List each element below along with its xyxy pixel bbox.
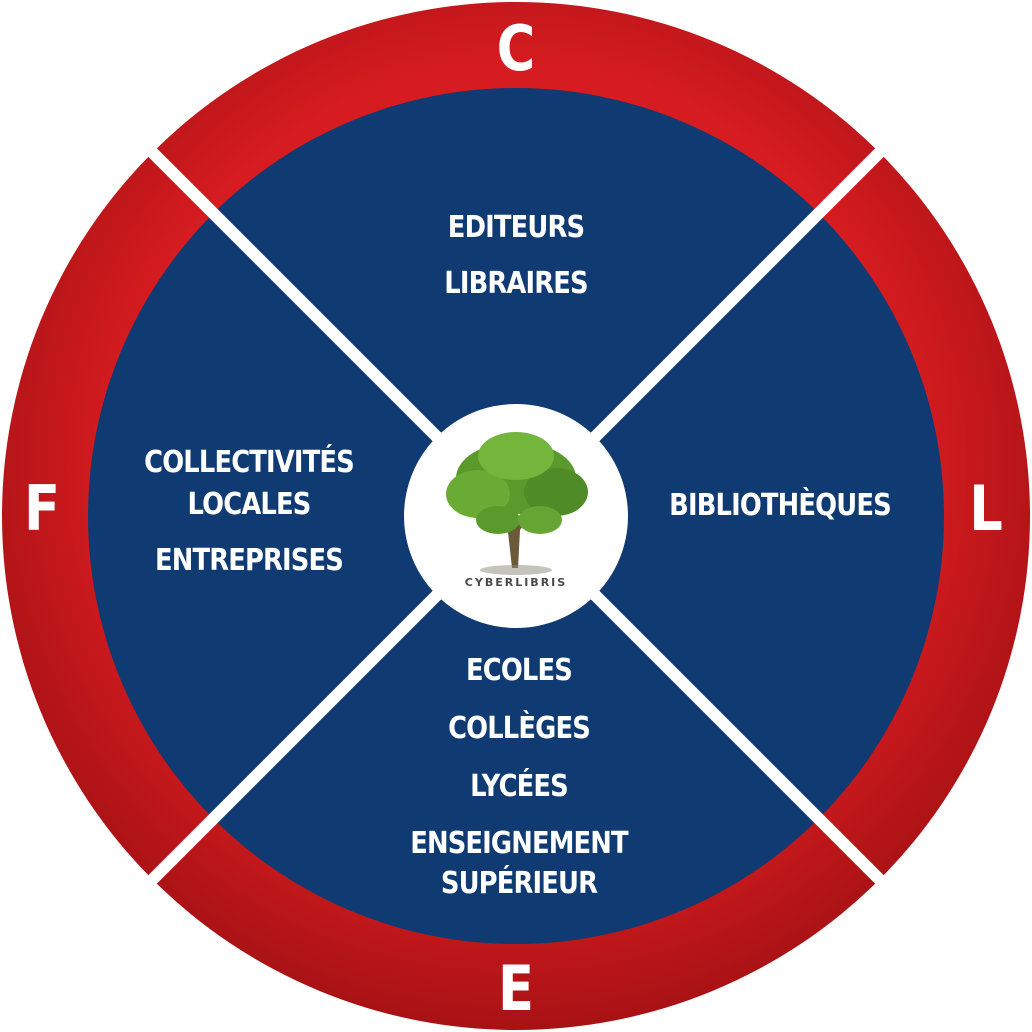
- quadrant-bottom-line: SUPÉRIEUR: [440, 866, 598, 901]
- ring-letter-right: L: [969, 472, 1003, 545]
- quadrant-top-line: LIBRAIRES: [444, 266, 588, 301]
- quadrant-bottom-text: ECOLES COLLÈGES LYCÉES ENSEIGNEMENT SUPÉ…: [366, 642, 672, 904]
- quadrant-right-line: BIBLIOTHÈQUES: [669, 488, 891, 523]
- quadrant-left-line: ENTREPRISES: [154, 543, 344, 578]
- quadrant-bottom-line: ENSEIGNEMENT: [410, 826, 628, 861]
- quadrant-left-line: LOCALES: [187, 487, 312, 522]
- quadrant-right-text: BIBLIOTHÈQUES: [630, 484, 930, 528]
- logo-wordmark: CYBERLIBRIS: [464, 576, 568, 589]
- ring-letter-left: F: [23, 472, 60, 545]
- ring-letter-bottom: E: [497, 952, 534, 1025]
- quadrant-left-line: COLLECTIVITÉS: [144, 445, 355, 480]
- quadrant-bottom-line: LYCÉES: [470, 769, 569, 804]
- quadrant-bottom-line: COLLÈGES: [448, 711, 591, 746]
- quadrant-bottom-line: ECOLES: [466, 653, 573, 688]
- quadrant-top-line: EDITEURS: [447, 210, 585, 245]
- quadrant-left-text: COLLECTIVITÉS LOCALES ENTREPRISES: [96, 442, 402, 582]
- quadrant-top-text: EDITEURS LIBRAIRES: [366, 200, 666, 312]
- ring-letter-top: C: [496, 12, 536, 85]
- tree-icon: [446, 432, 588, 575]
